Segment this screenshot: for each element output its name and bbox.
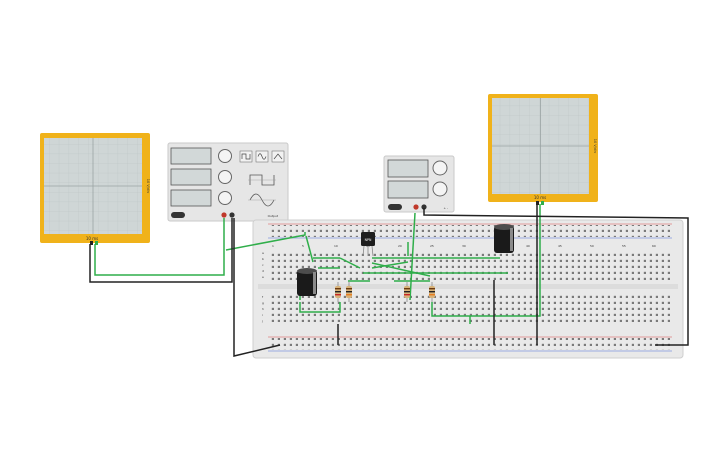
capacitor-body	[297, 270, 317, 296]
power-switch[interactable]	[171, 212, 185, 218]
scope-probe-terminal[interactable]	[541, 201, 544, 205]
svg-text:b: b	[262, 257, 264, 261]
current-knob[interactable]	[432, 181, 448, 197]
svg-text:c: c	[262, 263, 264, 267]
scope-probe-terminal[interactable]	[90, 241, 93, 245]
generator-display-amplitude	[170, 168, 212, 186]
svg-text:20: 20	[398, 244, 402, 248]
svg-text:30: 30	[462, 244, 466, 248]
wire-green[interactable]	[94, 218, 225, 276]
supply-positive-terminal[interactable]	[413, 204, 419, 210]
svg-text:40: 40	[526, 244, 530, 248]
svg-text:1: 1	[272, 244, 274, 248]
oscilloscope-right[interactable]: 10 ms 10 V/div	[488, 94, 598, 205]
svg-text:5: 5	[302, 244, 304, 248]
svg-text:50: 50	[590, 244, 594, 248]
svg-text:25: 25	[430, 244, 434, 248]
voltage-display	[387, 159, 429, 178]
scope-probe-terminal[interactable]	[95, 241, 98, 245]
resistor[interactable]	[346, 282, 352, 302]
wire-green[interactable]	[339, 257, 361, 269]
wire-green[interactable]	[305, 235, 314, 263]
svg-text:45: 45	[558, 244, 562, 248]
capacitor-body	[494, 226, 514, 253]
oscilloscope-left[interactable]: 10 ms 10 V/div	[40, 133, 150, 245]
current-display	[387, 180, 429, 199]
supply-output-label: + -	[443, 206, 448, 210]
wire-green[interactable]	[371, 261, 409, 269]
breadboard[interactable]: 1 5 10 15 20 25 30 35 40 45 50 55 60 a b…	[252, 219, 684, 359]
svg-text:h: h	[262, 307, 264, 311]
svg-text:60: 60	[652, 244, 656, 248]
svg-text:e: e	[262, 275, 264, 279]
wire-green[interactable]	[431, 204, 541, 317]
amplitude-knob[interactable]	[218, 170, 232, 184]
scope-time-label: 10 ms	[534, 195, 546, 200]
negative-terminal[interactable]	[229, 212, 235, 218]
resistor[interactable]	[335, 282, 341, 302]
svg-text:f: f	[262, 295, 264, 299]
triangle-wave-icon	[273, 153, 283, 160]
sine-wave-icon	[257, 153, 267, 160]
generator-output-label: Output	[268, 214, 279, 218]
svg-text:j: j	[261, 319, 263, 323]
transistor-body	[361, 232, 375, 246]
wire-green[interactable]	[299, 302, 341, 313]
svg-text:d: d	[262, 269, 264, 273]
transistor-label: NPN	[365, 238, 372, 242]
resistor[interactable]	[404, 282, 410, 302]
wire-black[interactable]	[89, 218, 233, 283]
scope-probe-terminal[interactable]	[536, 201, 539, 205]
scope-time-label: 10 ms	[86, 236, 98, 241]
generator-display-frequency	[170, 147, 212, 165]
svg-text:g: g	[262, 301, 264, 305]
svg-text:10: 10	[334, 244, 338, 248]
scope-volts-label: 10 V/div	[146, 179, 150, 193]
transistor[interactable]: NPN	[361, 232, 375, 257]
wire-green[interactable]	[409, 212, 416, 301]
terminal-strip-top[interactable]	[270, 250, 670, 280]
row-letters: a b c d e f g h i j	[261, 251, 264, 323]
svg-text:i: i	[262, 313, 263, 317]
wire-green[interactable]	[371, 262, 431, 277]
svg-text:a: a	[262, 251, 264, 255]
generator-display-offset	[170, 189, 212, 207]
voltage-knob[interactable]	[432, 160, 448, 176]
scope-volts-label: 10 V/div	[593, 139, 597, 153]
wires[interactable]	[89, 204, 689, 357]
square-wave-icon	[241, 153, 251, 160]
supply-negative-terminal[interactable]	[421, 204, 427, 210]
positive-terminal[interactable]	[221, 212, 227, 218]
svg-text:55: 55	[622, 244, 626, 248]
supply-power-switch[interactable]	[388, 204, 402, 210]
resistor[interactable]	[429, 282, 435, 302]
power-supply[interactable]: + -	[383, 155, 455, 213]
offset-knob[interactable]	[218, 191, 232, 205]
power-rail-top[interactable]	[270, 225, 670, 237]
power-rail-bottom[interactable]	[270, 338, 670, 350]
capacitor-right[interactable]	[494, 224, 514, 253]
frequency-knob[interactable]	[218, 149, 232, 163]
function-generator[interactable]: Output	[167, 142, 289, 222]
capacitor-left[interactable]	[297, 268, 317, 296]
triangle-wave-button[interactable]	[271, 150, 285, 163]
center-channel	[258, 284, 678, 289]
wire-green[interactable]	[225, 232, 306, 251]
wire-black[interactable]	[423, 208, 689, 346]
wire-black[interactable]	[233, 218, 281, 357]
